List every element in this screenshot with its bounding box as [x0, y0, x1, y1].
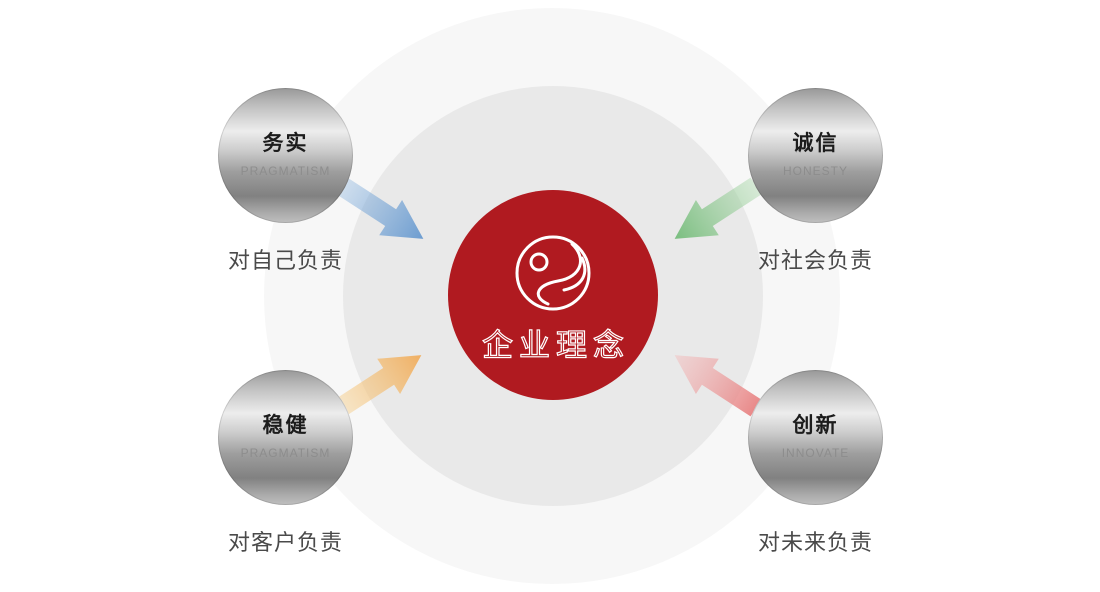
node-bottom-left: 稳健 PRAGMATISM 对客户负责 — [218, 370, 353, 557]
node-bottom-right: 创新 INNOVATE 对未来负责 — [748, 370, 883, 557]
node-caption: 对未来负责 — [757, 530, 873, 555]
node-top-right: 诚信 HONESTY 对社会负责 — [748, 88, 883, 275]
node-subtitle-en: PRAGMATISM — [240, 164, 331, 178]
node-subtitle-en: HONESTY — [782, 164, 848, 178]
node-subtitle-en: INNOVATE — [781, 446, 850, 460]
node-circle-steadiness: 稳健 PRAGMATISM — [218, 370, 353, 505]
company-logo-icon — [515, 235, 591, 310]
node-title-cn: 稳健 — [262, 414, 309, 437]
node-circle-innovate: 创新 INNOVATE — [748, 370, 883, 505]
node-caption: 对自己负责 — [227, 248, 343, 273]
node-title-cn: 务实 — [262, 132, 309, 155]
node-caption: 对客户负责 — [227, 530, 343, 555]
node-caption: 对社会负责 — [757, 248, 873, 273]
node-circle-honesty: 诚信 HONESTY — [748, 88, 883, 223]
node-subtitle-en: PRAGMATISM — [240, 446, 331, 460]
node-title-cn: 诚信 — [792, 132, 839, 155]
node-title-cn: 创新 — [792, 414, 839, 437]
center-circle: 企业理念 — [448, 190, 658, 400]
center-title: 企业理念 — [481, 327, 630, 363]
node-top-left: 务实 PRAGMATISM 对自己负责 — [218, 88, 353, 275]
node-circle-pragmatism: 务实 PRAGMATISM — [218, 88, 353, 223]
